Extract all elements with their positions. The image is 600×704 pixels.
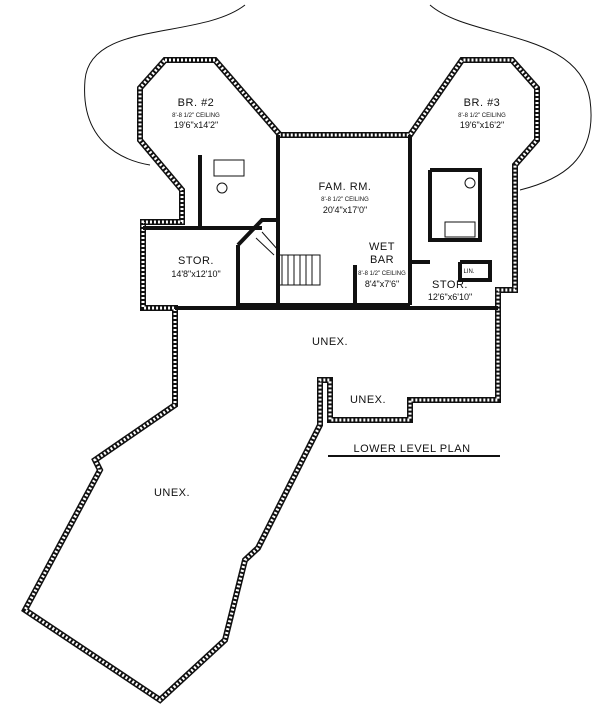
room-size: 14'8"x12'10" xyxy=(171,269,220,279)
exterior-walls xyxy=(21,57,540,704)
room-storage-right: STOR. 12'6"x6'10" xyxy=(428,279,472,302)
room-size: 19'6"x14'2" xyxy=(174,120,218,130)
room-name: BR. #3 xyxy=(464,97,501,109)
patio-curve-left xyxy=(84,4,246,166)
bathtub-left xyxy=(213,159,245,177)
stairs xyxy=(255,231,321,286)
interior-walls xyxy=(143,135,498,310)
room-size: 8'4"x7'6" xyxy=(365,279,399,289)
room-name: FAM. RM. xyxy=(319,181,372,193)
unexcavated-label-small: UNEX. xyxy=(350,394,386,406)
bathtub-right xyxy=(444,221,476,238)
room-br3: BR. #3 8'-8 1/2" CEILING 19'6"x16'2" xyxy=(458,97,506,130)
room-br2: BR. #2 8'-8 1/2" CEILING 19'6"x14'2" xyxy=(172,97,220,130)
room-name-line2: BAR xyxy=(370,254,394,266)
room-wet-bar: WET BAR 8'-8 1/2" CEILING 8'4"x7'6" xyxy=(358,241,406,289)
plan-title: LOWER LEVEL PLAN xyxy=(353,443,470,455)
room-family: FAM. RM. 8'-8 1/2" CEILING 20'4"x17'0" xyxy=(319,181,372,215)
linen-closet-label: LIN. xyxy=(463,269,474,275)
unexcavated-label-main: UNEX. xyxy=(312,336,348,348)
room-storage-left: STOR. 14'8"x12'10" xyxy=(171,255,220,279)
room-ceiling: 8'-8 1/2" CEILING xyxy=(358,271,406,277)
room-name: STOR. xyxy=(178,255,214,267)
room-size: 20'4"x17'0" xyxy=(323,205,367,215)
room-name: STOR. xyxy=(432,279,468,291)
patio-curve-right xyxy=(429,4,592,191)
room-size: 12'6"x6'10" xyxy=(428,292,472,302)
room-name: BR. #2 xyxy=(178,97,215,109)
unexcavated-label-garage: UNEX. xyxy=(154,487,190,499)
sink-right xyxy=(464,177,476,189)
room-size: 19'6"x16'2" xyxy=(460,120,504,130)
room-name-line1: WET xyxy=(369,241,395,253)
room-ceiling: 8'-8 1/2" CEILING xyxy=(321,197,369,203)
toilet-left xyxy=(216,182,228,194)
room-ceiling: 8'-8 1/2" CEILING xyxy=(458,113,506,119)
room-ceiling: 8'-8 1/2" CEILING xyxy=(172,113,220,119)
